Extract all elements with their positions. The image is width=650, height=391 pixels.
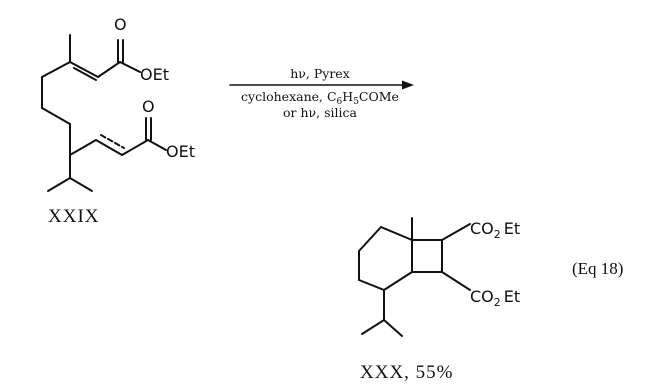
reaction-arrow <box>229 80 414 90</box>
product-label: XXX, 55% <box>360 362 454 383</box>
equation-number: (Eq 18) <box>572 259 623 278</box>
condition-line-3: or hν, silica <box>283 105 357 120</box>
condition-line-1: hν, Pyrex <box>290 66 350 81</box>
condition-line-2: cyclohexane, C6H5COMe <box>241 89 399 107</box>
carbonyl-oxygen-top: O <box>114 15 127 34</box>
carbonyl-oxygen-bottom: O <box>142 97 155 116</box>
reactant-structure: O OEt O OEt <box>41 15 195 192</box>
reactant-label: XXIX <box>48 206 100 227</box>
ethoxy-bottom-label: OEt <box>166 142 195 161</box>
ethoxy-top-label: OEt <box>140 65 169 84</box>
